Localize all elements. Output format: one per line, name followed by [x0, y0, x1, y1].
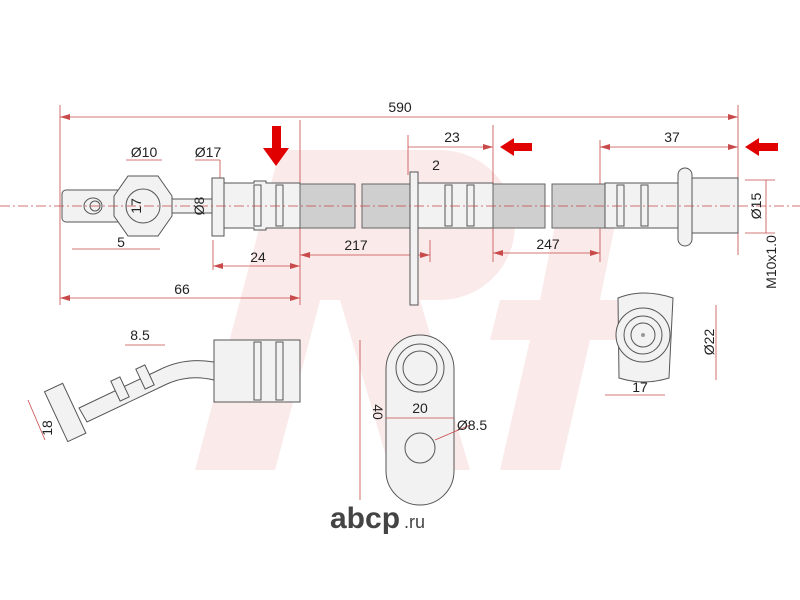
dim-total-length: 590: [388, 99, 412, 115]
dim-end-dia: Ø22: [701, 329, 717, 356]
arrow-left-icon: [745, 138, 778, 156]
dim-end-flat: 17: [632, 379, 648, 395]
end-view: [605, 292, 717, 396]
arrow-down-icon: [263, 126, 289, 166]
logo-text: abcp: [330, 502, 400, 535]
dim-bend-width: 18: [39, 420, 55, 436]
dim-bracket-thickness: 2: [432, 157, 440, 173]
dim-bend-dia: 8.5: [130, 327, 150, 343]
bracket-plate-view: [359, 334, 471, 506]
dim-hose-right: 247: [536, 236, 560, 252]
dim-plate-height: 40: [370, 404, 386, 420]
dim-eye-offset: 5: [117, 234, 125, 250]
red-arrows: [263, 126, 778, 166]
bent-hose-view: [27, 339, 301, 443]
dim-thread: M10x1.0: [763, 235, 779, 289]
dimension-labels: 590 Ø10 Ø17 17 Ø8 5 24 217 66 23 2 247 3…: [39, 99, 779, 436]
arrow-left-icon: [500, 138, 532, 156]
dim-flange-dia: Ø17: [195, 144, 222, 160]
dim-left-total: 66: [174, 281, 190, 297]
dim-plate-width: 20: [412, 400, 428, 416]
dim-right-dia: Ø15: [748, 193, 764, 220]
dim-eye-hole: Ø10: [131, 144, 158, 160]
logo-suffix: .ru: [404, 512, 425, 532]
dimension-lines: [60, 114, 775, 301]
dim-plate-hole: Ø8.5: [457, 417, 488, 433]
dim-eye-width: 17: [128, 198, 144, 214]
dim-right-fitting: 37: [664, 129, 680, 145]
abcp-logo: abcp .ru: [330, 502, 425, 535]
dim-left-to-bracket: 217: [344, 237, 368, 253]
dim-bracket-fitting: 23: [444, 129, 460, 145]
dim-tube-dia: Ø8: [191, 196, 207, 215]
hose-assembly: [0, 167, 800, 306]
dim-left-fitting: 24: [250, 249, 266, 265]
